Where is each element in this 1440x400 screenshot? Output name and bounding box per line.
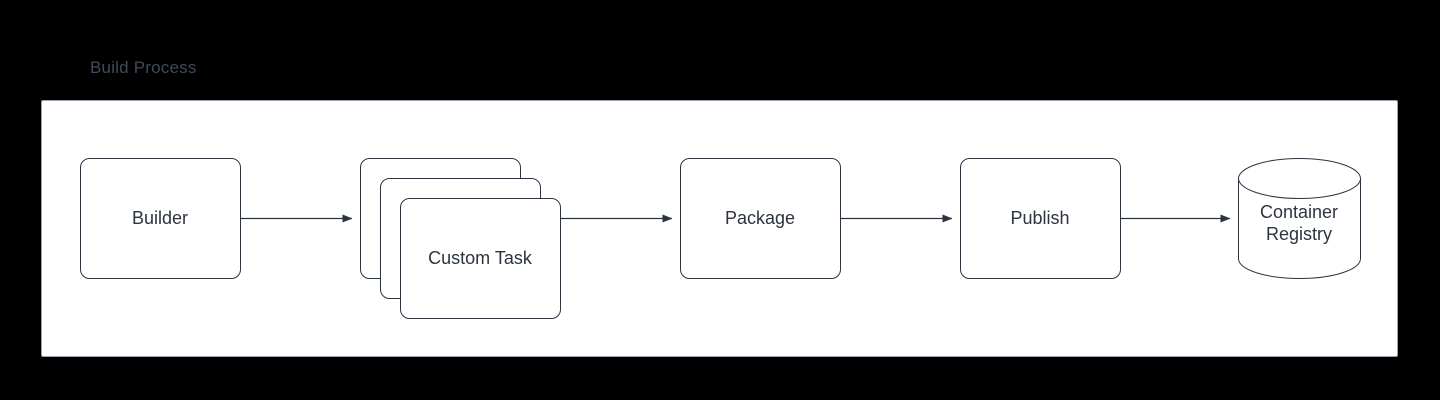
page-title: Build Process bbox=[90, 58, 197, 77]
node-container-registry[interactable] bbox=[1238, 158, 1361, 280]
node-publish[interactable] bbox=[960, 158, 1121, 279]
node-package[interactable] bbox=[680, 158, 841, 279]
node-builder[interactable] bbox=[80, 158, 241, 279]
node-custom-task[interactable] bbox=[400, 198, 561, 319]
